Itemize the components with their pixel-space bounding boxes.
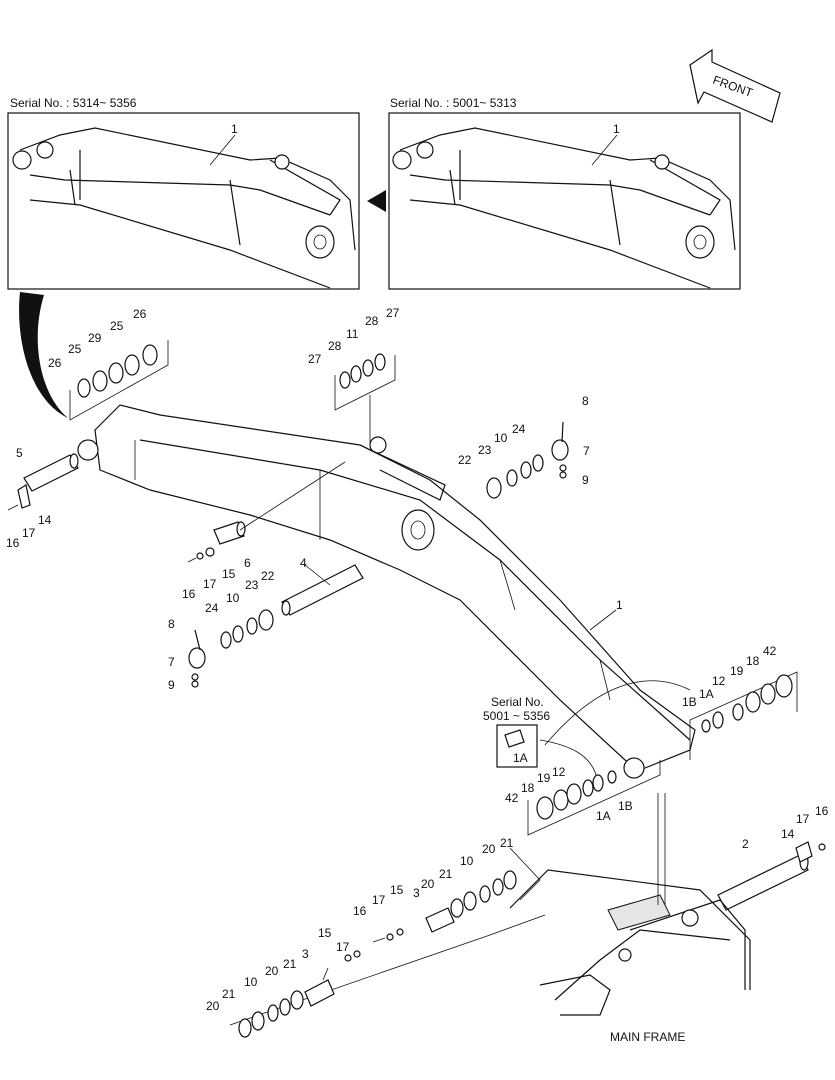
callout-27: 27 <box>308 352 322 366</box>
shim-stack-top: 27 28 11 28 27 <box>308 306 400 445</box>
pin-3-upper-group: 3 15 17 16 20 21 10 20 21 <box>353 836 541 943</box>
callout-24: 24 <box>205 601 219 615</box>
cylinder-pin-left-stack: 8 7 9 24 10 23 22 <box>168 569 275 692</box>
callout-16: 16 <box>353 904 367 918</box>
callout-17: 17 <box>203 577 217 591</box>
callout-23: 23 <box>245 578 259 592</box>
callout-25: 25 <box>110 319 124 333</box>
callout-7: 7 <box>168 655 175 669</box>
callout-10: 10 <box>244 975 258 989</box>
inset-left-serial: Serial No. : 5314~ 5356 <box>10 96 137 110</box>
pin-5-group: 5 14 17 16 <box>6 446 79 550</box>
inset-left-callout-1: 1 <box>231 122 238 136</box>
callout-19: 19 <box>730 664 744 678</box>
boom-callout-1: 1 <box>616 598 623 612</box>
callout-18: 18 <box>521 781 535 795</box>
callout-15: 15 <box>222 567 236 581</box>
callout-20: 20 <box>482 842 496 856</box>
callout-11: 11 <box>346 327 359 341</box>
callout-8: 8 <box>582 394 589 408</box>
callout-2: 2 <box>742 837 749 851</box>
callout-17: 17 <box>22 526 36 540</box>
callout-23: 23 <box>478 443 492 457</box>
inset-left: Serial No. : 5314~ 5356 1 <box>7 96 360 290</box>
boom-foot-left-stack: 42 18 19 12 1A 1B <box>505 760 661 836</box>
callout-1B: 1B <box>618 799 633 813</box>
callout-12: 12 <box>712 674 726 688</box>
shim-stack-left: 26 25 29 25 26 <box>48 307 169 421</box>
callout-26: 26 <box>48 356 62 370</box>
pin-4-group: 4 <box>281 556 364 616</box>
callout-18: 18 <box>746 654 760 668</box>
callout-28: 28 <box>328 339 342 353</box>
callout-24: 24 <box>512 422 526 436</box>
main-boom: 1 <box>77 404 696 779</box>
callout-27: 27 <box>386 306 400 320</box>
callout-21: 21 <box>500 836 514 850</box>
callout-1A: 1A <box>513 751 528 765</box>
callout-1A: 1A <box>596 809 611 823</box>
swoosh-arrow <box>19 292 68 418</box>
serial-box-range: 5001 ~ 5356 <box>483 709 550 723</box>
callout-4: 4 <box>300 556 307 570</box>
callout-26: 26 <box>133 307 147 321</box>
inset-right: Serial No. : 5001~ 5313 1 <box>388 96 741 290</box>
callout-15: 15 <box>318 926 332 940</box>
callout-7: 7 <box>583 444 590 458</box>
callout-12: 12 <box>552 765 566 779</box>
callout-1A: 1A <box>699 687 714 701</box>
callout-5: 5 <box>16 446 23 460</box>
callout-8: 8 <box>168 617 175 631</box>
callout-16: 16 <box>182 587 196 601</box>
callout-22: 22 <box>261 569 275 583</box>
pin-3-lower-group: 3 15 17 20 21 10 20 21 <box>206 914 546 1038</box>
callout-25: 25 <box>68 342 82 356</box>
front-arrow-icon: FRONT <box>689 48 781 123</box>
callout-10: 10 <box>226 591 240 605</box>
boom-foot-right-stack: 1B 1A 12 19 18 42 <box>544 644 798 760</box>
front-label: FRONT <box>711 73 755 101</box>
callout-17: 17 <box>796 812 810 826</box>
callout-28: 28 <box>365 314 379 328</box>
callout-22: 22 <box>458 453 472 467</box>
main-frame: MAIN FRAME <box>509 793 751 1044</box>
callout-42: 42 <box>763 644 777 658</box>
callout-17: 17 <box>336 940 350 954</box>
inset-arrow <box>367 190 386 212</box>
callout-6: 6 <box>244 556 251 570</box>
callout-3: 3 <box>302 947 309 961</box>
callout-9: 9 <box>168 678 175 692</box>
callout-14: 14 <box>38 513 52 527</box>
main-frame-label: MAIN FRAME <box>610 1030 685 1044</box>
callout-21: 21 <box>439 867 453 881</box>
serial-box-title: Serial No. <box>491 695 544 709</box>
callout-16: 16 <box>815 804 829 818</box>
callout-15: 15 <box>390 883 404 897</box>
callout-20: 20 <box>265 964 279 978</box>
callout-10: 10 <box>460 854 474 868</box>
pin-2-group: 2 14 17 16 <box>717 804 829 911</box>
serial-box: Serial No. 5001 ~ 5356 1A <box>483 695 597 776</box>
callout-20: 20 <box>421 877 435 891</box>
callout-19: 19 <box>537 771 551 785</box>
callout-20: 20 <box>206 999 220 1013</box>
callout-17: 17 <box>372 893 386 907</box>
callout-21: 21 <box>222 987 236 1001</box>
callout-10: 10 <box>494 431 508 445</box>
inset-right-callout-1: 1 <box>613 122 620 136</box>
callout-29: 29 <box>88 331 102 345</box>
callout-42: 42 <box>505 791 519 805</box>
callout-21: 21 <box>283 957 297 971</box>
callout-16: 16 <box>6 536 20 550</box>
callout-9: 9 <box>582 473 589 487</box>
inset-right-serial: Serial No. : 5001~ 5313 <box>390 96 517 110</box>
cylinder-pin-right-stack: 22 23 10 24 8 7 9 <box>458 394 590 499</box>
pin-6-group: 6 15 17 16 <box>182 461 346 601</box>
callout-14: 14 <box>781 827 795 841</box>
callout-1B: 1B <box>682 695 697 709</box>
callout-3: 3 <box>413 886 420 900</box>
